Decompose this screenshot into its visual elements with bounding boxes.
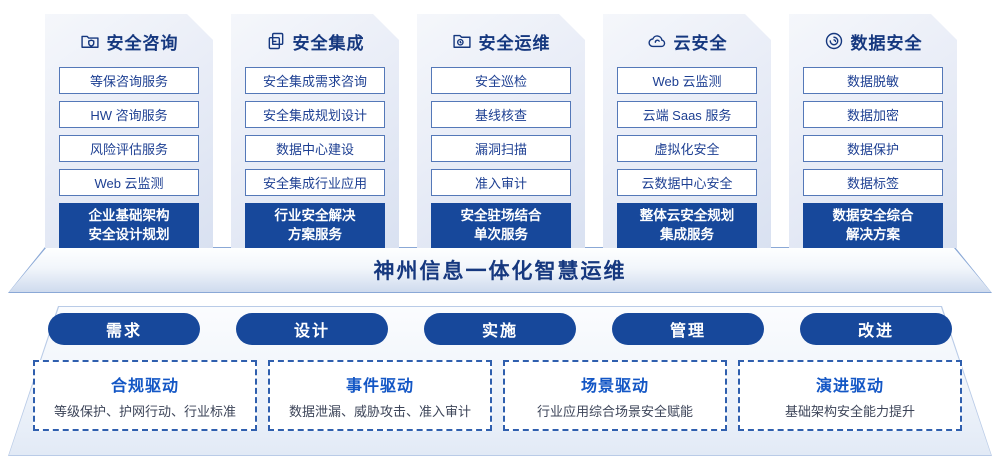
folder-shield-icon (80, 31, 100, 51)
driver-desc: 基础架构安全能力提升 (784, 403, 915, 419)
driver-boxes: 合规驱动 等级保护、护网行动、行业标准 事件驱动 数据泄漏、威胁攻击、准入审计 … (33, 360, 962, 431)
service-item: 数据加密 (803, 101, 943, 128)
driver-desc: 等级保护、护网行动、行业标准 (53, 403, 236, 419)
pill-design[interactable]: 设计 (236, 313, 388, 345)
column-footer: 数据安全综合 解决方案 (803, 203, 943, 248)
column-header: 云安全 (603, 29, 771, 53)
service-item: 数据脱敏 (803, 67, 943, 94)
column-footer: 安全驻场结合 单次服务 (431, 203, 571, 248)
column-security-operations: 安全运维 安全巡检 基线核查 漏洞扫描 准入审计 安全驻场结合 单次服务 (417, 14, 585, 248)
pill-requirements[interactable]: 需求 (48, 313, 200, 345)
banner-platform: 神州信息一体化智慧运维 (8, 247, 992, 293)
pill-improvement[interactable]: 改进 (800, 313, 952, 345)
driver-title: 演进驱动 (815, 377, 884, 395)
service-item: 漏洞扫描 (431, 135, 571, 162)
driver-title: 合规驱动 (110, 377, 179, 395)
driver-incident: 事件驱动 数据泄漏、威胁攻击、准入审计 (268, 360, 492, 431)
column-footer: 整体云安全规划 集成服务 (617, 203, 757, 248)
service-item: 安全集成需求咨询 (245, 67, 385, 94)
service-item: 等保咨询服务 (59, 67, 199, 94)
driver-title: 场景驱动 (580, 377, 649, 395)
process-pills: 需求 设计 实施 管理 改进 (48, 313, 952, 345)
pill-implementation[interactable]: 实施 (424, 313, 576, 345)
service-item: 风险评估服务 (59, 135, 199, 162)
column-footer: 企业基础架构 安全设计规划 (59, 203, 199, 248)
column-title: 云安全 (673, 33, 728, 53)
column-header: 安全运维 (417, 29, 585, 53)
service-item: HW 咨询服务 (59, 101, 199, 128)
column-title: 安全运维 (478, 33, 551, 53)
service-item: 数据保护 (803, 135, 943, 162)
folder-clock-icon (452, 31, 472, 51)
service-item: 数据标签 (803, 169, 943, 196)
service-item: 安全巡检 (431, 67, 571, 94)
banner-title: 神州信息一体化智慧运维 (373, 260, 627, 283)
driver-scenario: 场景驱动 行业应用综合场景安全赋能 (503, 360, 727, 431)
stacked-documents-icon (266, 31, 286, 51)
column-data-security: 数据安全 数据脱敏 数据加密 数据保护 数据标签 数据安全综合 解决方案 (789, 14, 957, 248)
column-security-consulting: 安全咨询 等保咨询服务 HW 咨询服务 风险评估服务 Web 云监测 企业基础架… (45, 14, 213, 248)
service-item: Web 云监测 (617, 67, 757, 94)
pill-management[interactable]: 管理 (612, 313, 764, 345)
column-title: 安全咨询 (106, 33, 179, 53)
column-header: 安全集成 (231, 29, 399, 53)
driver-desc: 数据泄漏、威胁攻击、准入审计 (288, 403, 471, 419)
service-item: 准入审计 (431, 169, 571, 196)
service-item: 基线核查 (431, 101, 571, 128)
driver-title: 事件驱动 (345, 377, 414, 395)
driver-desc: 行业应用综合场景安全赋能 (536, 403, 693, 419)
driver-compliance: 合规驱动 等级保护、护网行动、行业标准 (33, 360, 257, 431)
column-security-integration: 安全集成 安全集成需求咨询 安全集成规划设计 数据中心建设 安全集成行业应用 行… (231, 14, 399, 248)
service-item: Web 云监测 (59, 169, 199, 196)
column-header: 数据安全 (789, 29, 957, 53)
service-item: 云数据中心安全 (617, 169, 757, 196)
service-item: 数据中心建设 (245, 135, 385, 162)
service-item: 云端 Saas 服务 (617, 101, 757, 128)
driver-evolution: 演进驱动 基础架构安全能力提升 (738, 360, 962, 431)
fingerprint-icon (824, 31, 844, 51)
column-title: 安全集成 (292, 33, 365, 53)
service-item: 虚拟化安全 (617, 135, 757, 162)
column-cloud-security: 云安全 Web 云监测 云端 Saas 服务 虚拟化安全 云数据中心安全 整体云… (603, 14, 771, 248)
column-title: 数据安全 (850, 33, 923, 53)
service-item: 安全集成规划设计 (245, 101, 385, 128)
service-item: 安全集成行业应用 (245, 169, 385, 196)
column-footer: 行业安全解决 方案服务 (245, 203, 385, 248)
service-columns: 安全咨询 等保咨询服务 HW 咨询服务 风险评估服务 Web 云监测 企业基础架… (45, 14, 957, 248)
column-header: 安全咨询 (45, 29, 213, 53)
cloud-icon (647, 31, 667, 51)
